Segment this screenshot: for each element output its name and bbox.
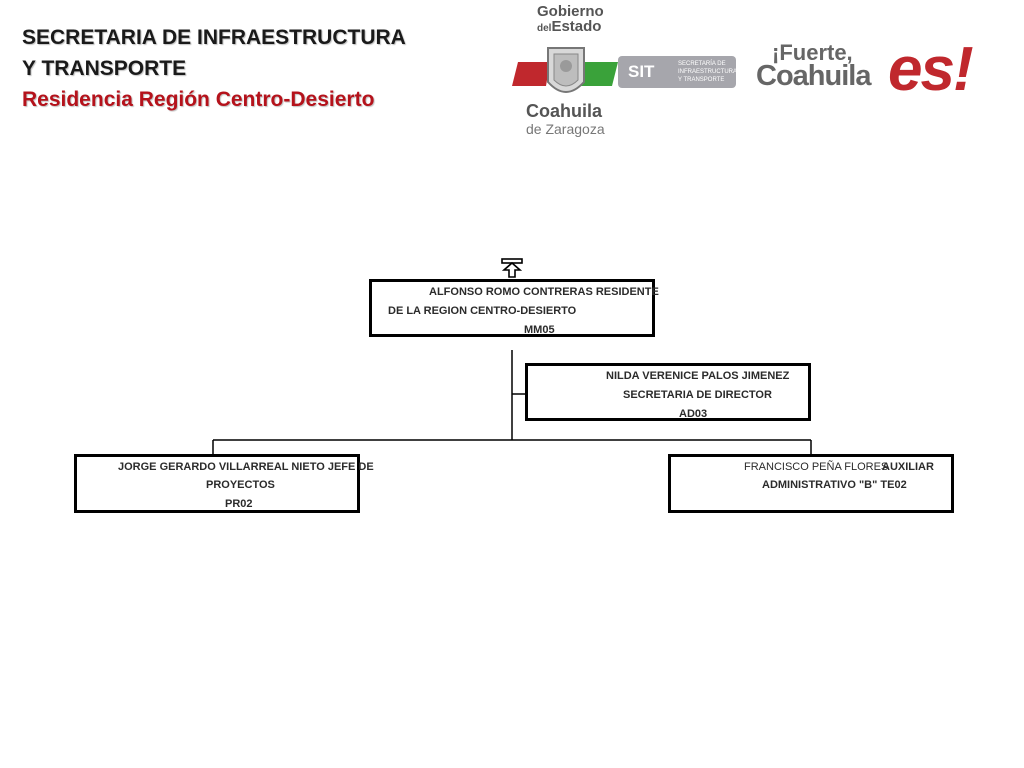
es-label: es! <box>888 35 974 104</box>
residente-line2: DE LA REGION CENTRO-DESIERTO <box>388 305 577 317</box>
secretaria-code: AD03 <box>679 408 708 420</box>
fuerte-label: ¡Fuerte, <box>772 40 853 65</box>
jefe-line2: PROYECTOS <box>206 479 275 491</box>
org-box-jefe-proyectos[interactable]: JORGE GERARDO VILLARREAL NIETO JEFE DE P… <box>74 454 374 513</box>
gobierno-label: Gobierno delEstado <box>537 3 604 35</box>
org-box-secretaria[interactable]: NILDA VERENICE PALOS JIMENEZ SECRETARIA … <box>525 363 811 421</box>
residente-code: MM05 <box>524 324 555 336</box>
sit-badge: SIT SECRETARÍA DE INFRAESTRUCTURA Y TRAN… <box>618 56 737 88</box>
jefe-line1: JORGE GERARDO VILLARREAL NIETO JEFE DE <box>118 461 374 473</box>
secretaria-role: SECRETARIA DE DIRECTOR <box>623 389 772 401</box>
gobierno-coahuila-logo: Gobierno delEstado Coahuila de Zaragoza <box>512 4 620 140</box>
auxiliar-role-b: ADMINISTRATIVO "B" TE02 <box>762 479 907 491</box>
residente-line1: ALFONSO ROMO CONTRERAS RESIDENTE <box>429 286 659 298</box>
title-line-1: SECRETARIA DE INFRAESTRUCTURA <box>22 26 406 49</box>
auxiliar-role-a: AUXILIAR <box>882 461 934 473</box>
up-arrow-icon[interactable] <box>501 258 523 278</box>
sit-description: SECRETARÍA DE INFRAESTRUCTURA Y TRANSPOR… <box>678 61 737 83</box>
auxiliar-name: FRANCISCO PEÑA FLORES <box>744 461 889 473</box>
org-box-residente[interactable]: ALFONSO ROMO CONTRERAS RESIDENTE DE LA R… <box>369 279 659 337</box>
header-titles: SECRETARIA DE INFRAESTRUCTURA Y TRANSPOR… <box>22 22 406 115</box>
fuerte-coahuila-logo: ¡Fuerte, Coahuila es! <box>756 36 986 110</box>
jefe-code: PR02 <box>225 498 253 510</box>
org-box-auxiliar[interactable]: FRANCISCO PEÑA FLORES AUXILIAR ADMINISTR… <box>668 454 954 513</box>
secretaria-name: NILDA VERENICE PALOS JIMENEZ <box>606 370 790 382</box>
sit-label: SIT <box>628 62 655 81</box>
subtitle: Residencia Región Centro-Desierto <box>22 88 375 111</box>
coat-of-arms-icon <box>512 47 618 93</box>
title-line-2: Y TRANSPORTE <box>22 57 187 80</box>
coahuila-label: Coahuila de Zaragoza <box>526 101 605 137</box>
fuerte-coahuila-label: Coahuila <box>756 60 871 92</box>
